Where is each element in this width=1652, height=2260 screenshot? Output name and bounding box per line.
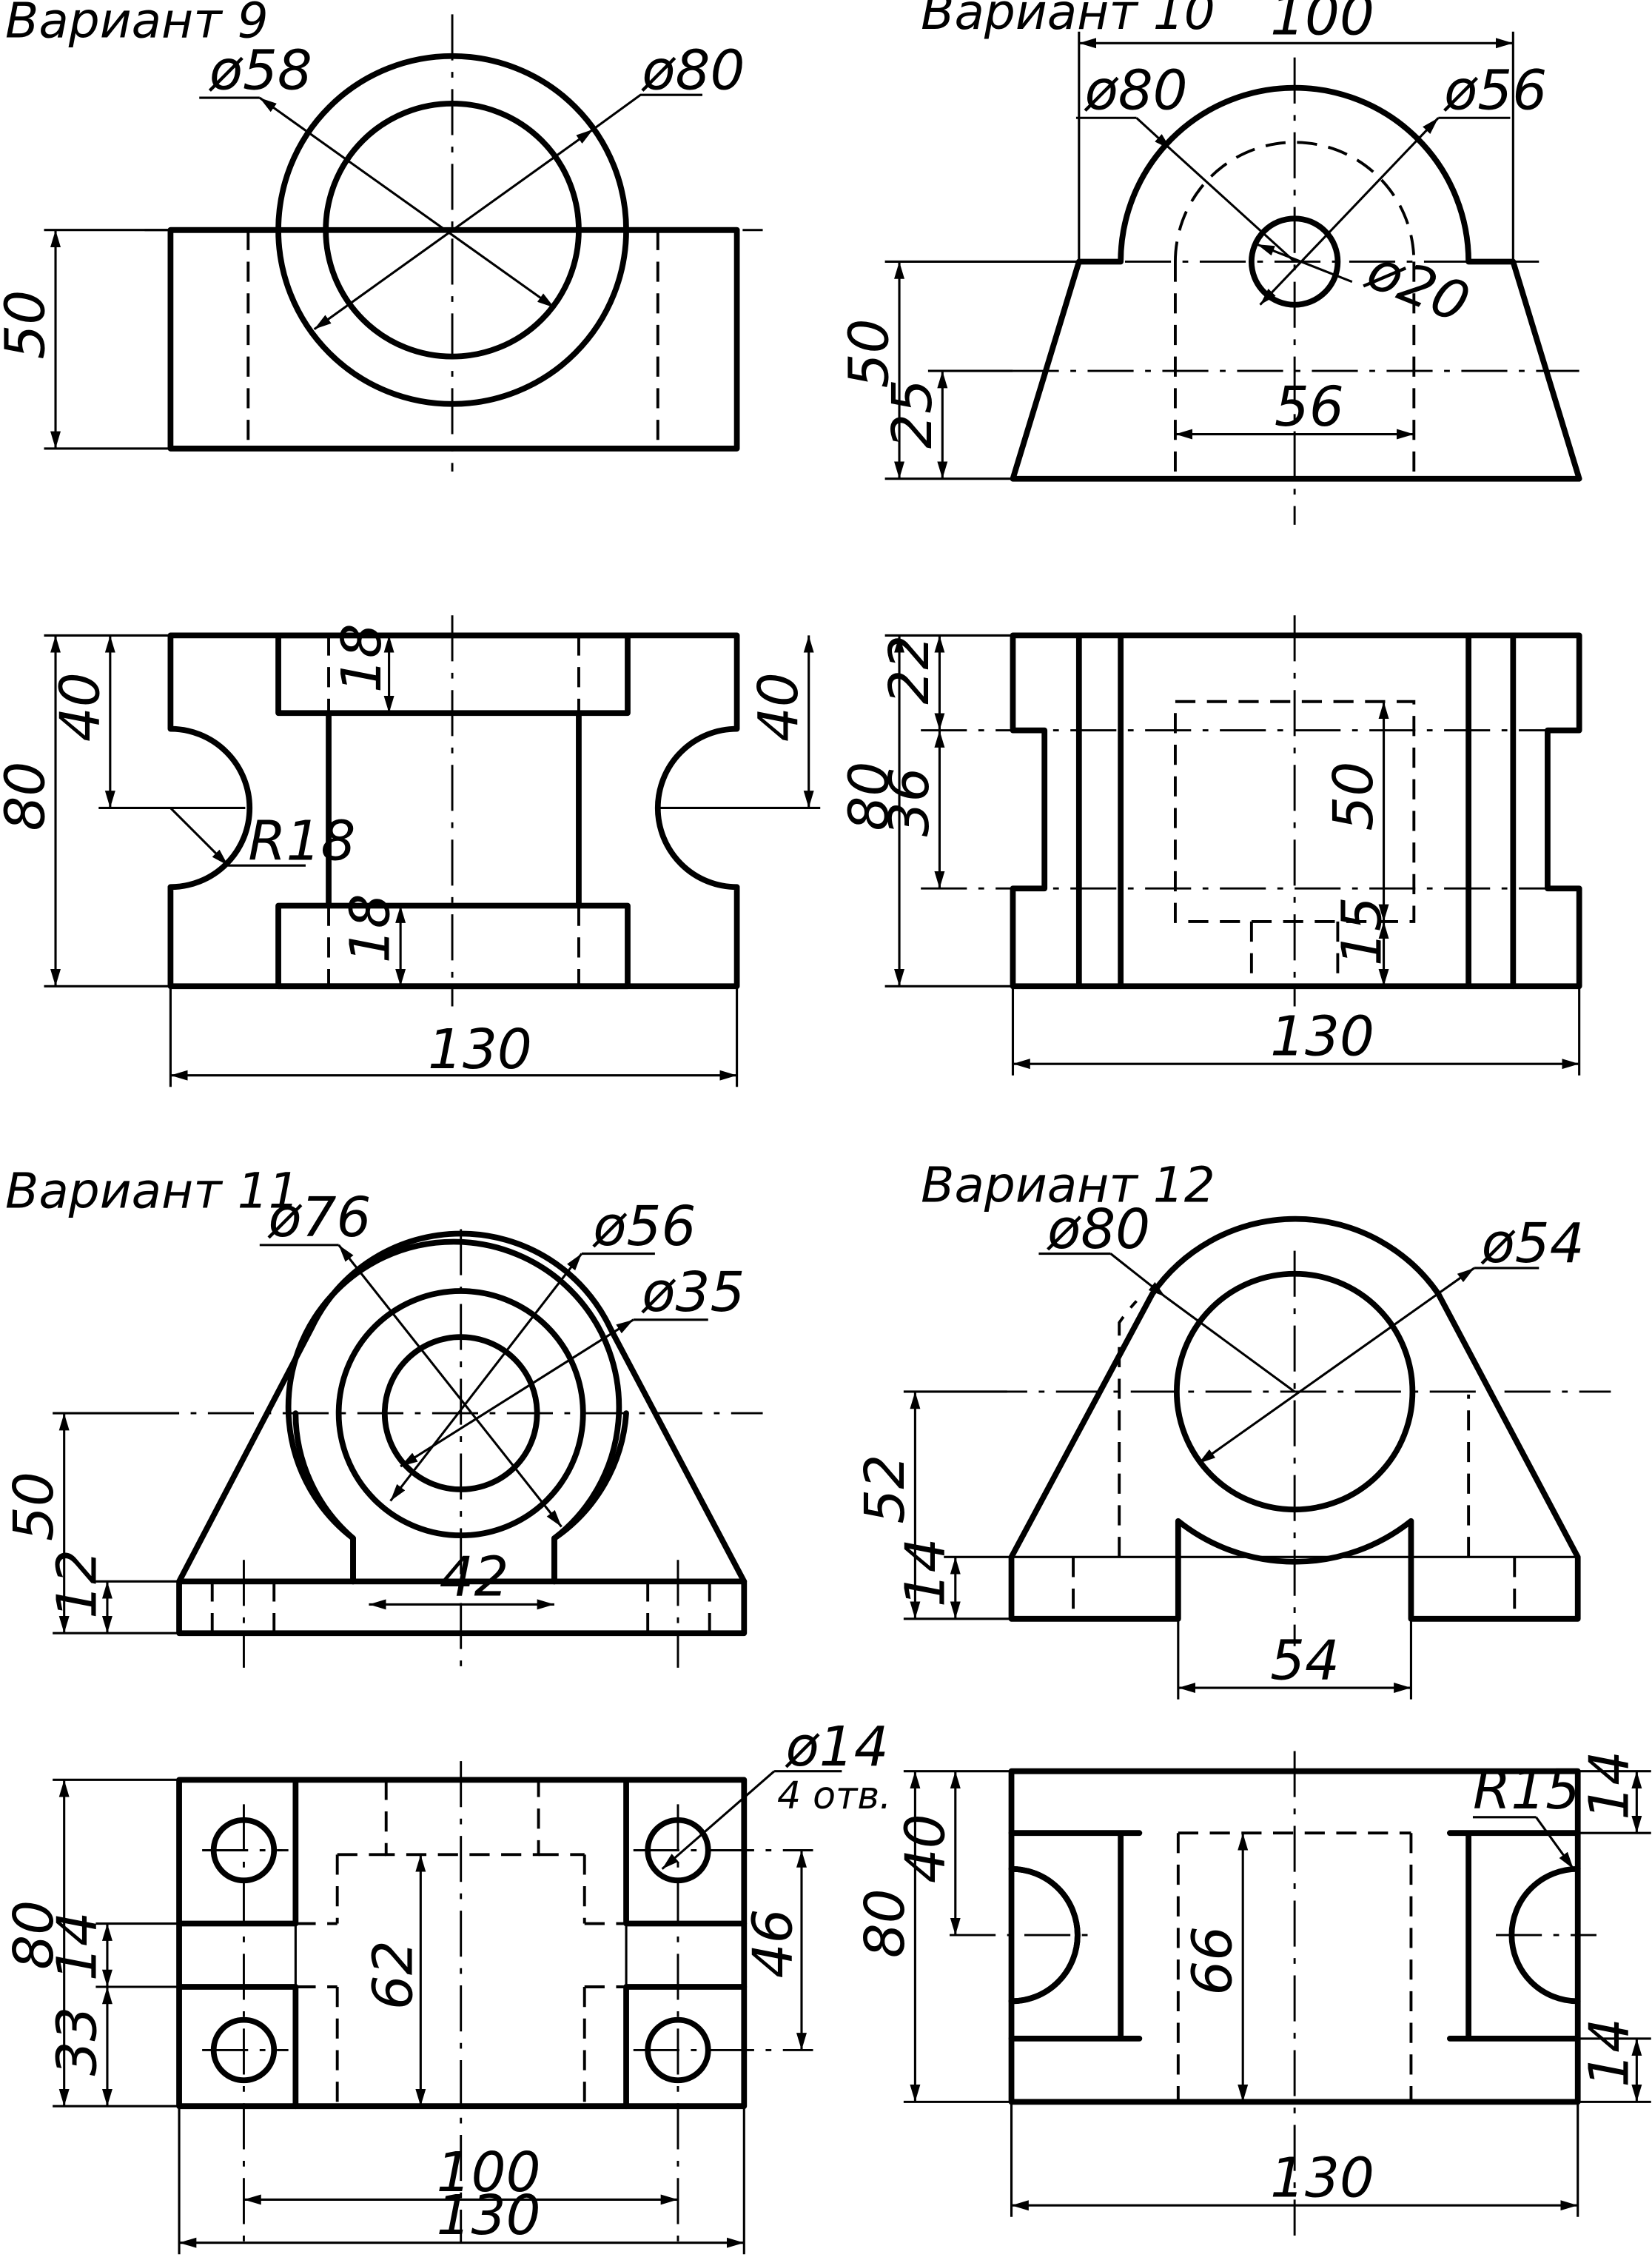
v11-dim-h14: 14 (45, 1911, 109, 1981)
v11-dim-w42: 42 (440, 1546, 509, 1609)
variant-11-top-view: ø14 4 отв. 80 14 33 62 46 100 130 (2, 1715, 891, 2255)
v10-dim-h15: 15 (1331, 896, 1394, 966)
variant-12-top-view: 80 40 66 R15 14 14 130 (853, 1751, 1651, 2236)
v12-dim-r15: R15 (1473, 1758, 1580, 1822)
v12-dim-h66: 66 (1181, 1926, 1245, 1996)
v9-dim-w130: 130 (428, 1018, 532, 1082)
v11-dim-w100: 100 (437, 2141, 541, 2204)
v12-dim-d80: ø80 (1046, 1198, 1150, 1261)
v11-dim-w130: 130 (437, 2184, 541, 2247)
v11-dim-h50: 50 (2, 1472, 66, 1541)
v10-dim-d56: ø56 (1443, 59, 1547, 123)
v10-dim-h36: 36 (878, 767, 941, 836)
v11-dim-d35: ø35 (640, 1261, 745, 1324)
v12-dim-t14-bottom: 14 (1578, 2018, 1642, 2088)
variant-12-title: Вариант 12 (921, 1157, 1215, 1214)
v10-dim-h80: 80 (838, 762, 901, 831)
variant-9-front-view: ø58 ø80 50 (0, 14, 763, 472)
v12-dim-d54: ø54 (1480, 1212, 1585, 1275)
variant-10-front-view: 100 ø80 ø56 ø20 50 25 56 (838, 0, 1582, 525)
variant-10-top-view: 80 22 36 50 15 130 (838, 615, 1582, 1076)
v11-dim-holes: 4 отв. (777, 1774, 891, 1817)
v9-dim-t18-top: 18 (330, 623, 394, 693)
v12-dim-h52: 52 (853, 1455, 917, 1524)
v12-dim-t14-top: 14 (1578, 1751, 1642, 1820)
v10-dim-w56: 56 (1275, 375, 1344, 439)
v12-dim-h80: 80 (853, 1888, 917, 1958)
v10-dim-w100: 100 (1270, 0, 1374, 48)
v10-dim-h22: 22 (878, 635, 941, 705)
v11-dim-h62: 62 (362, 1940, 426, 2010)
v9-dim-d80: ø80 (640, 38, 745, 102)
v9-dim-h50: 50 (0, 290, 57, 360)
variant-10-title: Вариант 10 (921, 0, 1215, 41)
v9-dim-h40-left: 40 (48, 672, 112, 742)
v12-dim-w130: 130 (1270, 2147, 1374, 2210)
v9-dim-h40-right: 40 (747, 672, 810, 742)
v11-dim-h12: 12 (45, 1549, 109, 1619)
v9-dim-t18-bottom: 18 (339, 893, 403, 963)
variant-12-front-view: ø80 ø54 52 14 54 (853, 1198, 1611, 1700)
v11-dim-h33: 33 (45, 2007, 109, 2076)
v9-dim-r18: R18 (248, 809, 355, 873)
v11-dim-d14: ø14 (785, 1715, 889, 1779)
v11-dim-h80: 80 (2, 1900, 66, 1970)
v10-dim-h25: 25 (881, 379, 944, 449)
variant-10: Вариант 10 100 ø80 ø56 (838, 0, 1582, 1076)
v10-dim-h50: 50 (838, 318, 901, 388)
variant-11-title: Вариант 11 (5, 1162, 300, 1219)
v10-dim-d20: ø20 (1357, 238, 1478, 336)
v11-dim-d76: ø76 (266, 1186, 371, 1250)
v10-dim-h50-inner: 50 (1322, 762, 1386, 831)
v11-dim-h46: 46 (741, 1908, 805, 1978)
variant-11-front-view: ø76 ø56 ø35 50 12 42 (2, 1186, 763, 1668)
variant-9: Вариант 9 ø58 ø80 50 (0, 0, 821, 1087)
v12-dim-h14: 14 (893, 1538, 957, 1607)
variant-11: Вариант 11 ø76 ø56 (2, 1162, 891, 2255)
v10-dim-w130: 130 (1270, 1005, 1374, 1069)
variant-9-title: Вариант 9 (5, 0, 269, 49)
v11-dim-d56: ø56 (591, 1195, 696, 1258)
v10-dim-d80: ø80 (1084, 59, 1188, 123)
v12-dim-h40: 40 (893, 1814, 957, 1883)
v9-dim-h80: 80 (0, 762, 57, 831)
v9-dim-d58: ø58 (208, 38, 312, 102)
variant-9-top-view: 80 40 40 R18 18 18 130 (0, 615, 821, 1087)
v12-dim-w54: 54 (1270, 1629, 1340, 1692)
variant-12: Вариант 12 ø80 ø54 52 (853, 1157, 1651, 2236)
